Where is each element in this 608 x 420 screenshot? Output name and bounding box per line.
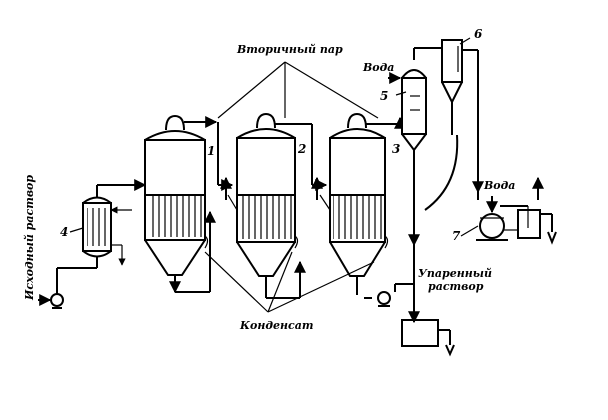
label-7: 7 — [452, 229, 461, 243]
label-3: 3 — [392, 142, 401, 156]
evaporated-solution-label-1: Упаренный — [418, 267, 492, 280]
label-5: 5 — [380, 89, 389, 103]
water-label-top: Вода — [363, 61, 395, 74]
water-label-right: Вода — [484, 179, 516, 192]
solution-lines — [175, 176, 389, 299]
condenser-5 — [388, 47, 442, 340]
trap-6 — [424, 39, 484, 211]
product-receiver — [364, 283, 455, 357]
feed-pump — [38, 256, 98, 309]
initial-solution-label: Исходный раствор — [23, 174, 36, 300]
evaporated-solution-label-2: раствор — [428, 280, 484, 293]
label-2: 2 — [298, 142, 307, 156]
evaporator-1 — [144, 114, 206, 294]
evaporator-2 — [236, 112, 296, 298]
leader-lines — [69, 37, 479, 313]
label-6: 6 — [474, 27, 483, 41]
vacuum-pump-7 — [476, 176, 557, 245]
label-4: 4 — [60, 225, 69, 239]
condensate-label: Конденсат — [240, 319, 314, 332]
label-1: 1 — [207, 144, 216, 158]
heater-4 — [82, 179, 147, 266]
secondary-steam-label: Вторичный пар — [237, 43, 343, 56]
evaporator-3 — [329, 112, 386, 295]
